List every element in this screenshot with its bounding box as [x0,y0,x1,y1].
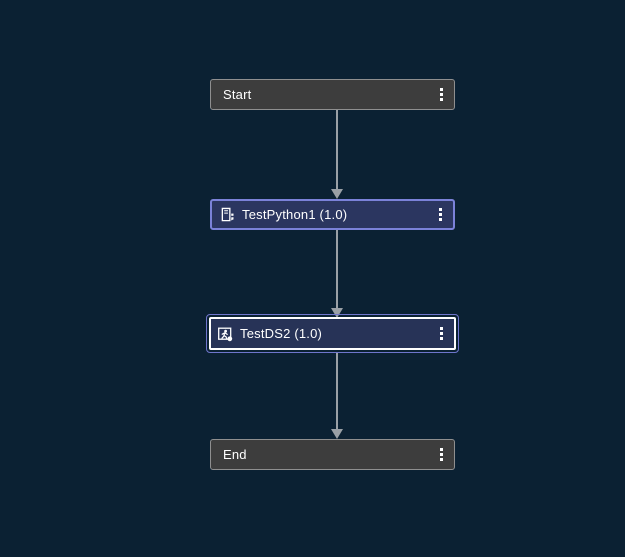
edge-start-testpython1[interactable] [331,110,343,199]
node-label: TestDS2 (1.0) [240,326,323,341]
program-file-icon [219,207,235,223]
arrowhead-down-icon [331,308,343,318]
kebab-menu-icon[interactable] [428,440,454,469]
edge-line [336,230,338,308]
edge-line [336,352,338,429]
flow-node-testpython1[interactable]: TestPython1 (1.0) [210,199,455,230]
node-label: Start [223,87,252,102]
edge-testds2-end[interactable] [331,352,343,439]
arrowhead-down-icon [331,429,343,439]
kebab-menu-icon[interactable] [428,319,454,348]
kebab-menu-icon[interactable] [428,80,454,109]
edge-testpython1-testds2[interactable] [331,230,343,318]
kebab-menu-icon[interactable] [427,201,453,228]
node-label: End [223,447,247,462]
program-run-icon [217,326,233,342]
node-body: TestDS2 (1.0) [209,317,456,350]
node-label: TestPython1 (1.0) [242,207,348,222]
arrowhead-down-icon [331,189,343,199]
flow-node-testds2-selected[interactable]: TestDS2 (1.0) [206,314,459,353]
flow-node-start[interactable]: Start [210,79,455,110]
edge-line [336,110,338,189]
flow-node-end[interactable]: End [210,439,455,470]
